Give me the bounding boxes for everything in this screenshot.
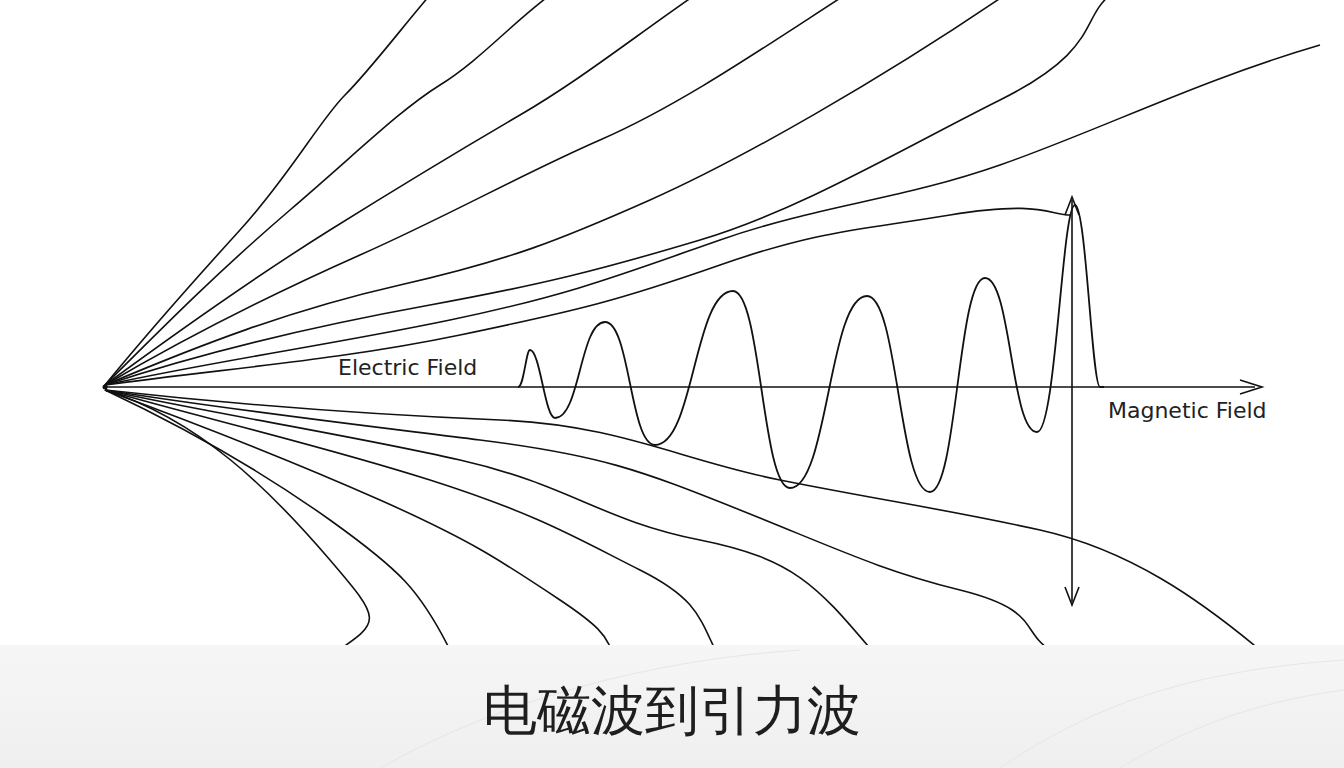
- axis-arrowhead: [1240, 380, 1262, 394]
- caption-band: [0, 645, 1344, 768]
- source-point: [103, 385, 108, 390]
- double-arrow-heads: [1065, 197, 1079, 605]
- caption-text: 电磁波到引力波: [0, 675, 1344, 748]
- field-lines: [105, 0, 1320, 645]
- electric-field-label: Electric Field: [338, 355, 477, 380]
- sine-wave: [518, 205, 1104, 492]
- magnetic-field-label: Magnetic Field: [1108, 398, 1267, 423]
- vertical-double-arrow: [1071, 200, 1073, 602]
- axis-line: [105, 386, 1255, 388]
